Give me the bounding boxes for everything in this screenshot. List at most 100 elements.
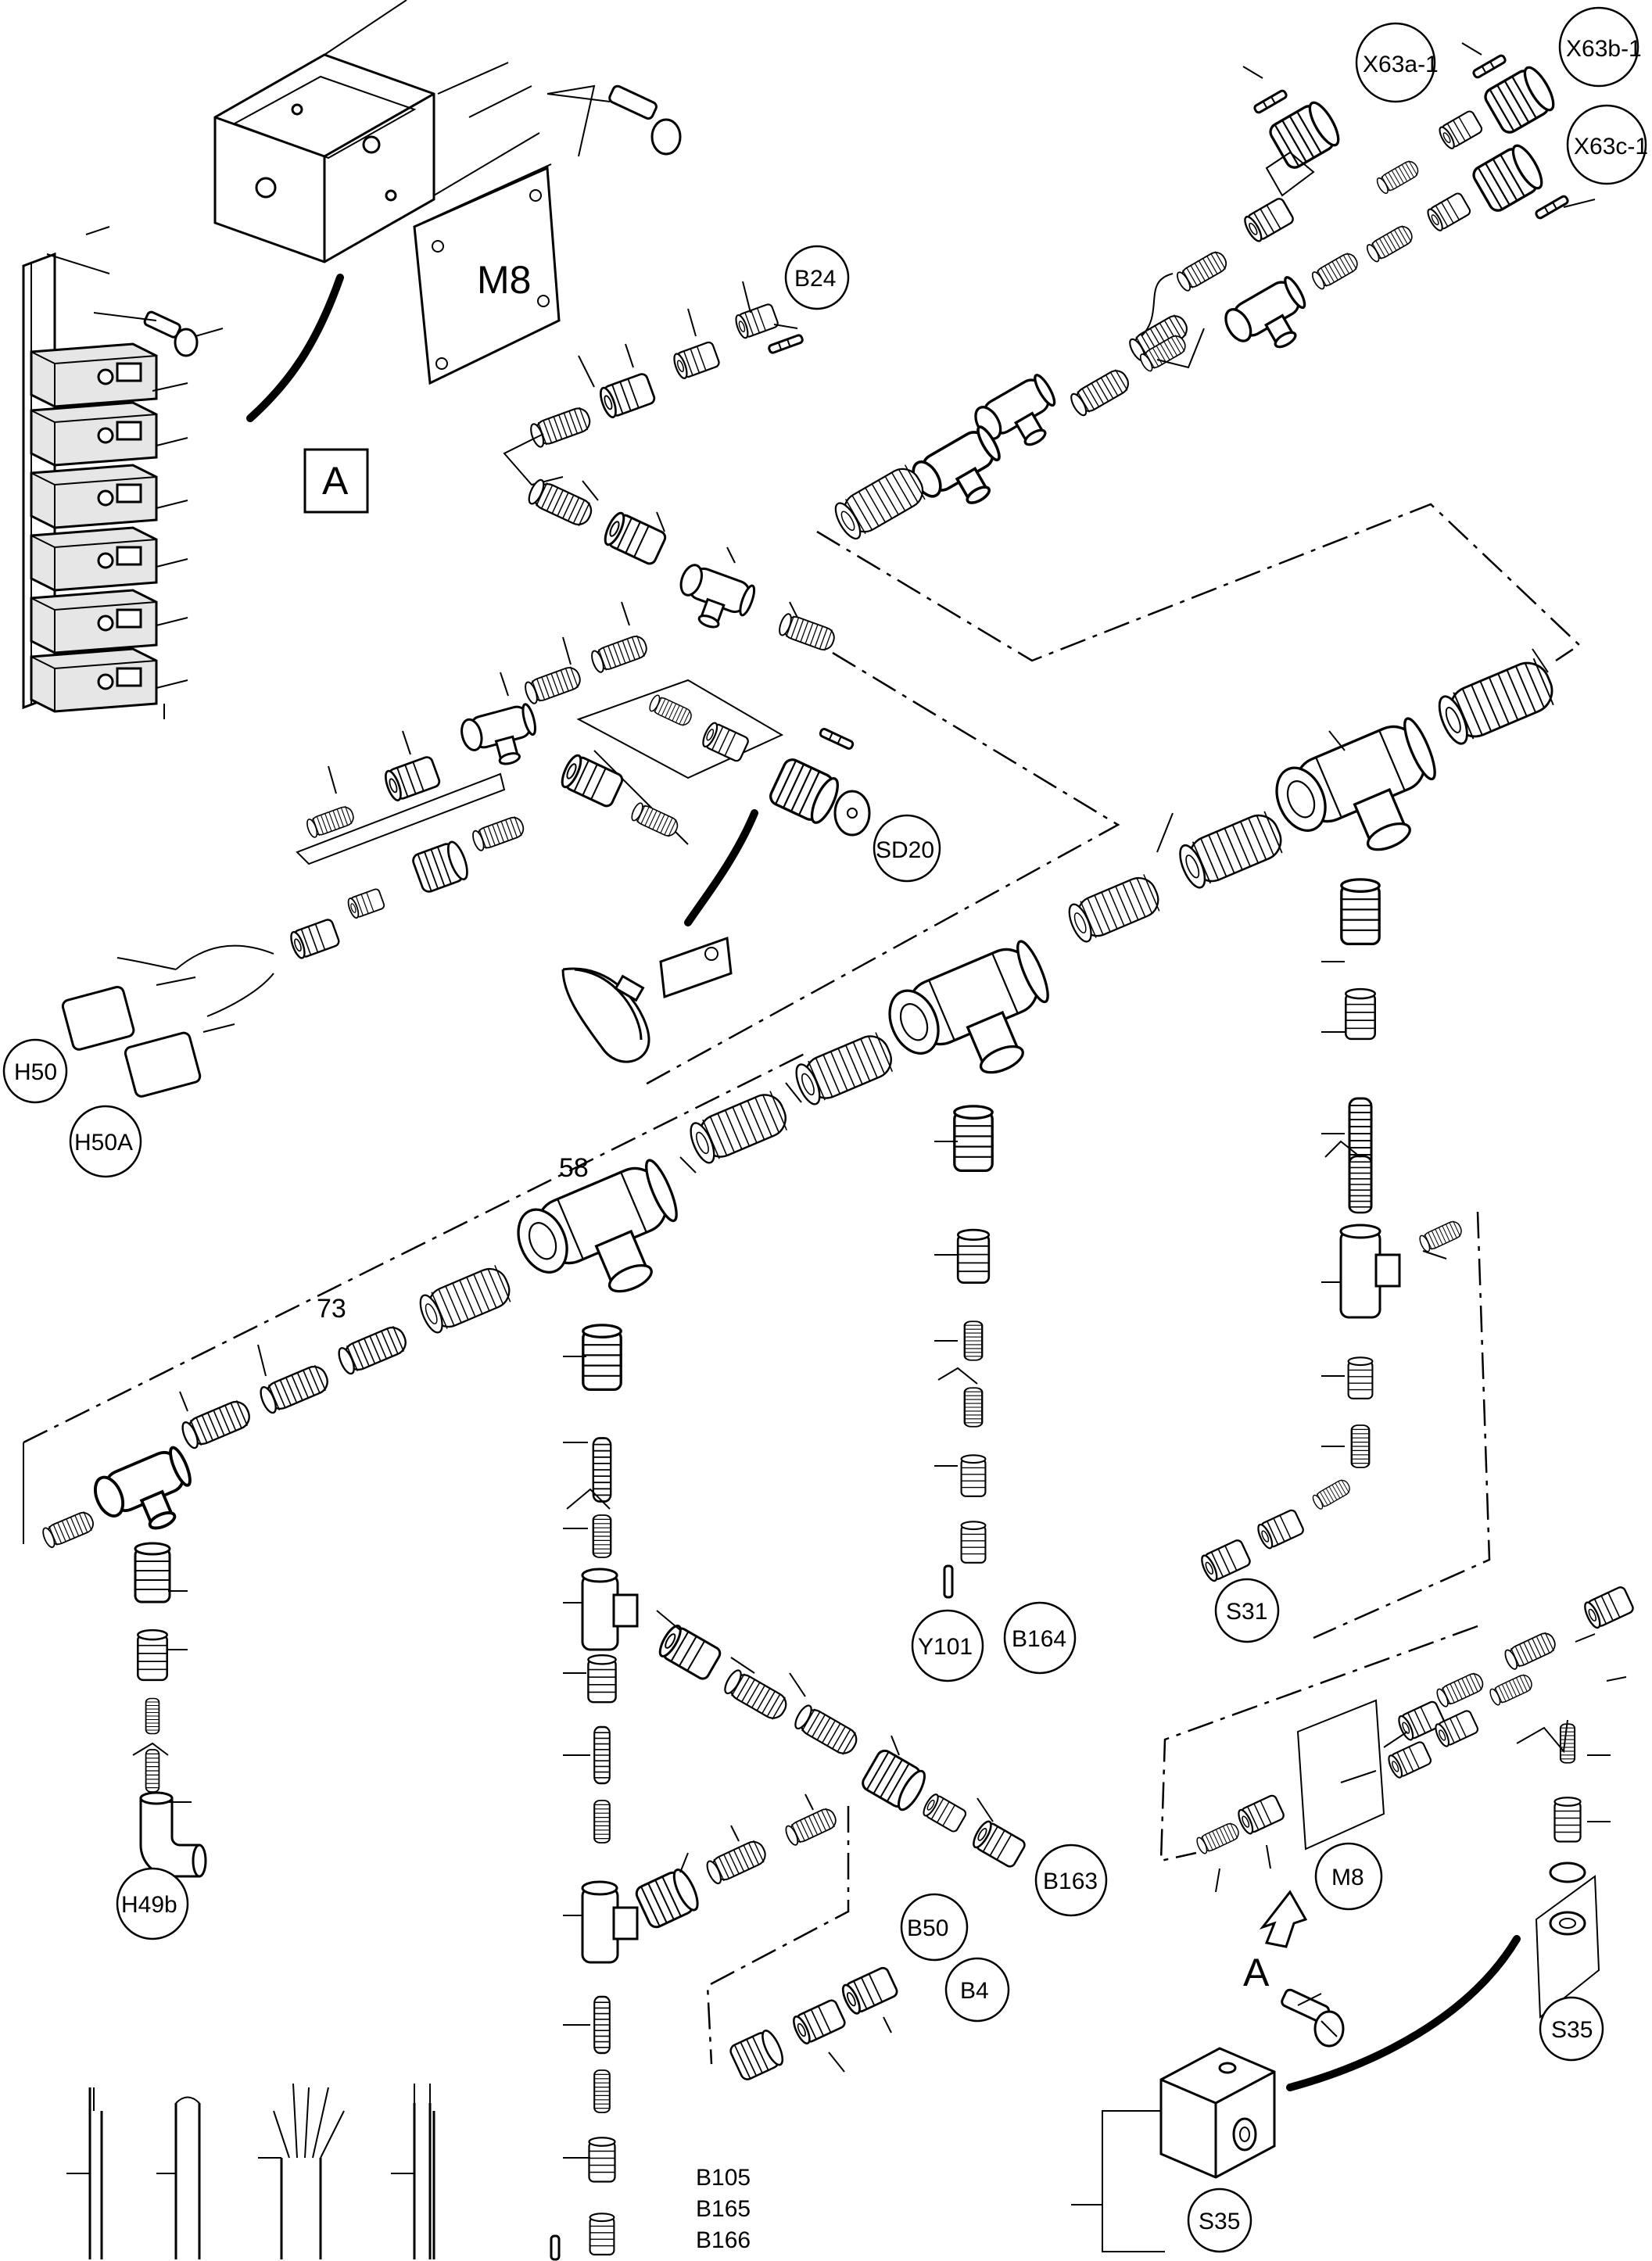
sleeve-icon xyxy=(1374,158,1421,196)
pin-icon xyxy=(943,1564,954,1599)
cable-gland-icon xyxy=(1553,1797,1582,1843)
sleeve-icon xyxy=(145,1697,160,1735)
b166-label: B166 xyxy=(696,2227,751,2253)
sleeve-icon xyxy=(1174,248,1231,294)
round-connector-icon xyxy=(410,838,472,895)
b105-label: B105 xyxy=(696,2165,751,2191)
h50a-label-circle: H50A xyxy=(69,1105,142,1178)
h50-label: H50 xyxy=(14,1059,57,1085)
cable-gland-icon xyxy=(346,887,386,920)
sleeve-icon xyxy=(145,1749,160,1793)
sleeve-icon xyxy=(1432,654,1561,749)
sleeve-icon xyxy=(593,1725,611,1785)
nut-icon xyxy=(1549,1861,1586,1883)
h50-connectors xyxy=(61,944,274,1098)
sleeve-icon xyxy=(685,1088,793,1167)
b24-label: B24 xyxy=(794,266,836,292)
sleeve-icon xyxy=(525,477,597,529)
y101-label-circle: Y101 xyxy=(911,1609,984,1682)
sleeve-icon xyxy=(593,1995,611,2055)
cable-gland-icon xyxy=(134,1542,171,1603)
a-box-label: A xyxy=(322,459,349,503)
tee-connector-icon xyxy=(1266,714,1460,883)
cable-gland-icon xyxy=(1198,1538,1252,1584)
sleeve-icon xyxy=(963,1387,984,1428)
b4-label: B4 xyxy=(960,1978,989,2004)
cable-tie-icon xyxy=(561,967,650,1063)
sleeve-icon xyxy=(783,1805,840,1847)
cable-gland-icon xyxy=(969,1818,1028,1870)
b164-label: B164 xyxy=(1012,1626,1066,1652)
cable-gland-icon xyxy=(287,917,342,961)
screw-small-icon xyxy=(143,310,199,357)
cable-gland-icon xyxy=(920,1791,969,1834)
cable-gland-icon xyxy=(1345,987,1376,1041)
b4-label-circle: B4 xyxy=(944,1957,1010,2023)
cable-gland-icon xyxy=(137,1629,168,1682)
tee-connector-icon xyxy=(507,1156,702,1324)
sleeve-icon xyxy=(304,804,357,840)
sleeve-icon xyxy=(791,1702,862,1759)
tee-connector-icon xyxy=(668,561,758,639)
h50-label-circle: H50 xyxy=(2,1038,68,1104)
sleeve-icon xyxy=(592,1514,612,1559)
cable-gland-icon xyxy=(587,1654,617,1704)
tee-connector-icon xyxy=(581,1568,639,1651)
b50-label: B50 xyxy=(907,1915,948,1941)
b164-label-circle: B164 xyxy=(1003,1601,1077,1675)
sleeve-icon xyxy=(721,1667,791,1724)
nut-icon xyxy=(1549,1911,1586,1936)
bracket-icon xyxy=(659,936,733,999)
sleeve-icon xyxy=(40,1509,97,1550)
tee-connector-icon xyxy=(581,1880,639,1964)
pin-icon xyxy=(1471,53,1508,80)
cable-gland-icon xyxy=(960,1521,987,1564)
arrow-a-icon xyxy=(1259,1890,1308,1948)
round-connector-icon xyxy=(766,755,844,828)
tee-connector-icon xyxy=(457,701,545,775)
cable-gland-icon xyxy=(1581,1585,1636,1631)
round-connector-icon xyxy=(632,1865,704,1931)
sleeve-icon xyxy=(1310,249,1361,292)
sleeve-icon xyxy=(178,1396,254,1451)
sleeve-icon xyxy=(629,801,681,840)
junction-box-icon xyxy=(213,53,435,263)
cable-gland-icon xyxy=(960,1454,987,1497)
sleeve-icon xyxy=(1364,222,1416,264)
cable-gland-icon xyxy=(1385,1740,1433,1780)
cable-gland-icon xyxy=(1241,195,1296,245)
sleeve-icon xyxy=(589,632,650,675)
sleeve-icon xyxy=(335,1322,410,1377)
cable-gland-icon xyxy=(1340,878,1381,946)
s31-label-circle: S31 xyxy=(1214,1578,1280,1643)
sleeve-icon xyxy=(522,664,584,706)
h49b-label: H49b xyxy=(121,1892,177,1918)
sleeve-icon xyxy=(527,404,594,450)
b24-label-circle: B24 xyxy=(784,245,850,310)
pin-icon xyxy=(767,333,804,355)
sleeve-icon xyxy=(1310,1477,1353,1511)
s31-label: S31 xyxy=(1226,1599,1267,1625)
sleeve-icon xyxy=(1434,1670,1486,1709)
cable-gland-icon xyxy=(1254,1507,1306,1551)
cable-single-icon xyxy=(66,2087,103,2259)
cable-gland-icon xyxy=(557,751,625,809)
round-connector-icon xyxy=(727,2026,788,2083)
cable-gland-icon xyxy=(597,371,658,421)
s35-right-label: S35 xyxy=(1551,2017,1593,2043)
sleeve-icon xyxy=(470,814,527,853)
sleeve-icon xyxy=(593,1799,611,1844)
position-58-label: 58 xyxy=(559,1153,589,1183)
sleeve-icon xyxy=(1487,1672,1536,1707)
tee-connector-icon xyxy=(1219,274,1321,367)
cable-twin-icon xyxy=(391,2084,435,2259)
sleeve-icon xyxy=(830,461,930,543)
screw-icon xyxy=(608,84,682,156)
y101-label: Y101 xyxy=(918,1634,973,1660)
x63a-label-circle: X63a-1 xyxy=(1355,22,1439,103)
elbow-connector-icon xyxy=(139,1791,207,1878)
round-connector-icon xyxy=(858,1747,931,1815)
a-arrow-label: A xyxy=(1243,1951,1270,1994)
cable-gland-icon xyxy=(699,720,751,764)
